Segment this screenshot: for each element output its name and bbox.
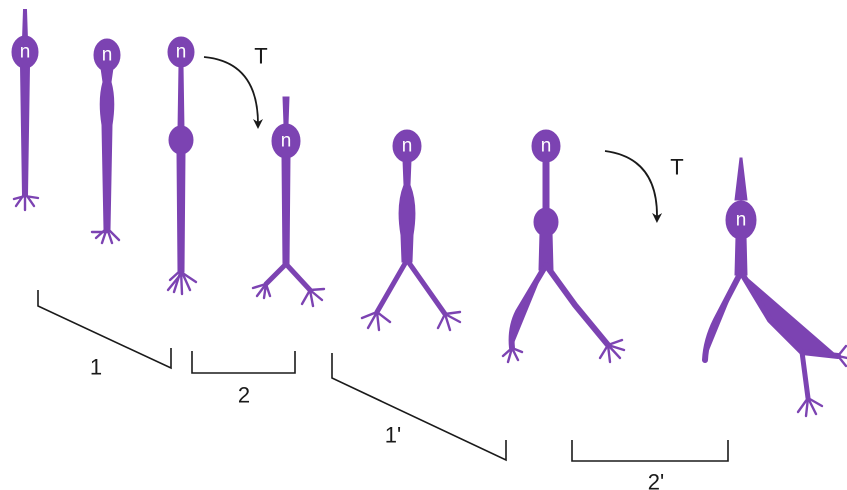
neuron-cell-4: n: [251, 96, 326, 308]
neuron-cell-2: n: [90, 38, 121, 245]
bracket-2: 2: [191, 351, 296, 408]
neuron-cell-5: n: [360, 129, 462, 332]
nucleus-label: n: [736, 210, 747, 231]
nucleus-label: n: [20, 42, 31, 63]
neuron-cell-3: n: [166, 36, 198, 296]
transition-label: T: [670, 155, 683, 180]
bracket-label: 1': [385, 423, 401, 448]
bracket-1: 1: [37, 290, 172, 380]
neuron-cell-6: n: [501, 129, 626, 364]
bracket-4: 2': [571, 440, 729, 490]
neuron-cell-7: n: [702, 157, 847, 418]
bracket-label: 1: [90, 355, 102, 380]
nucleus-label: n: [176, 42, 187, 63]
nucleus-label: n: [102, 45, 113, 66]
transition-arrow-2: T: [604, 150, 684, 223]
transition-arrow-1: T: [203, 44, 268, 129]
nucleus-label: n: [402, 136, 413, 157]
transition-label: T: [254, 44, 267, 69]
bracket-3: 1': [331, 353, 507, 462]
neuron-cell-1: n: [11, 9, 40, 212]
bracket-label: 2: [238, 383, 250, 408]
nucleus-label: n: [281, 131, 292, 152]
bracket-label: 2': [648, 470, 664, 490]
nucleus-label: n: [541, 136, 552, 157]
